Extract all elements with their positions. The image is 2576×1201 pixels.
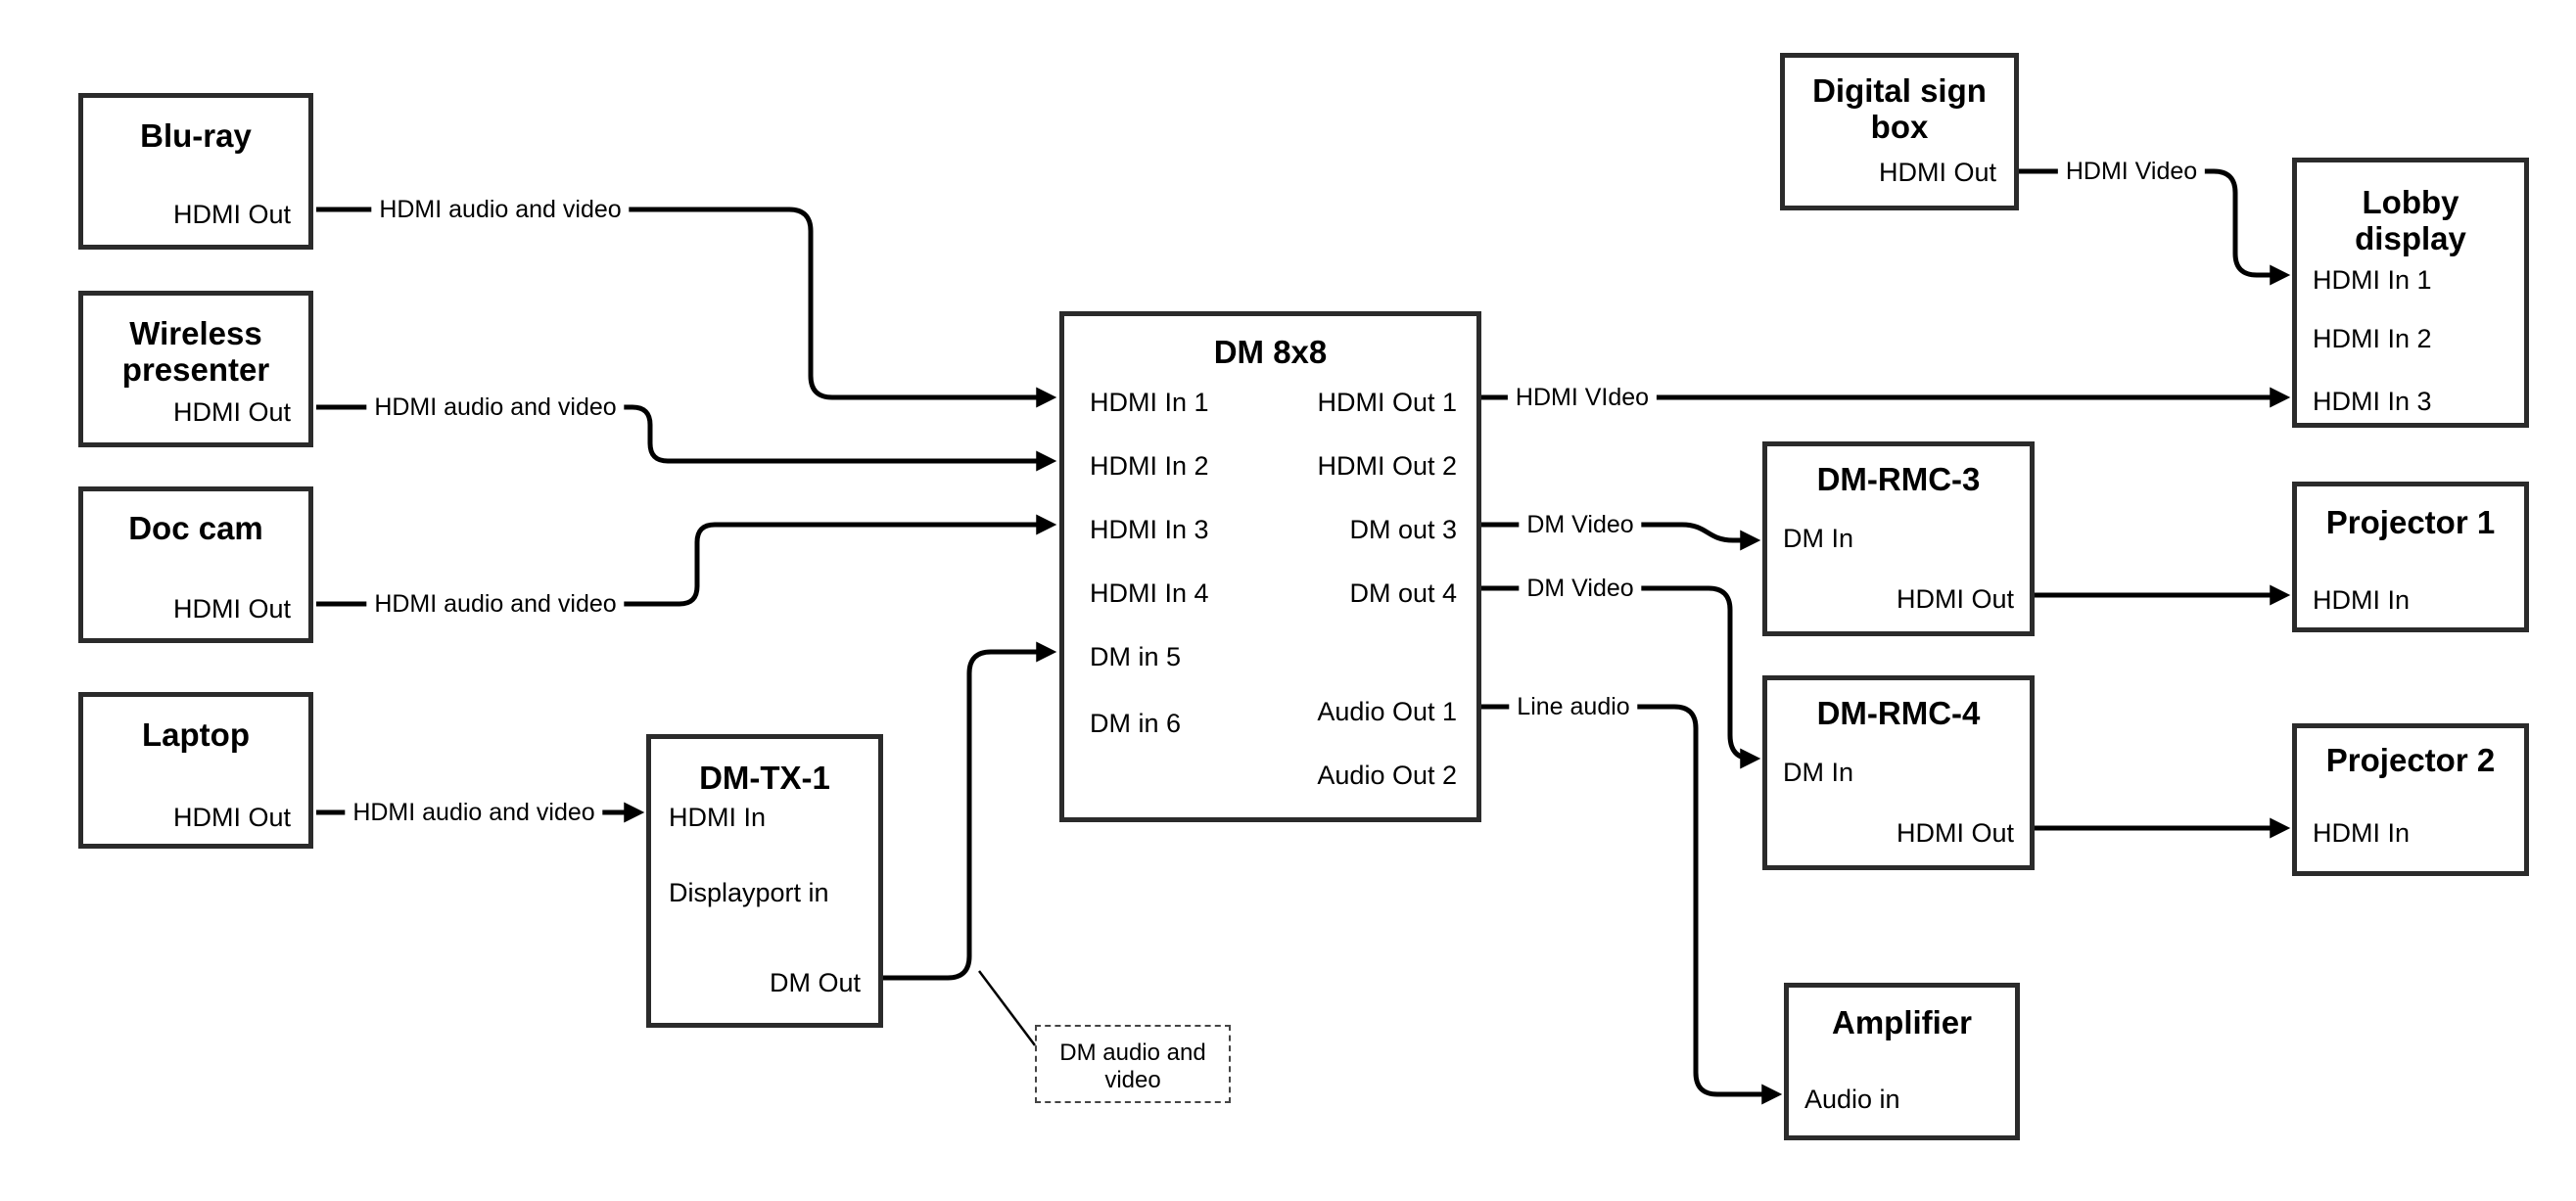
- node-projector-1-title: Projector 1: [2325, 504, 2496, 540]
- port-doccam-hdmi-out: HDMI Out: [172, 594, 291, 624]
- port-dm8x8-dm-out-3: DM out 3: [1349, 515, 1457, 544]
- port-dmrmc3-hdmi-out: HDMI Out: [1896, 584, 2014, 614]
- node-doc-cam-title: Doc cam: [128, 510, 263, 546]
- port-dmrmc4-dm-in: DM In: [1783, 758, 1854, 787]
- node-dm-8x8-title: DM 8x8: [1213, 334, 1328, 370]
- port-lobby-hdmi-in-2: HDMI In 2: [2313, 324, 2432, 353]
- port-projector1-hdmi-in: HDMI In: [2313, 585, 2411, 615]
- wire-label-hdmi-out-1: HDMI VIdeo: [1507, 381, 1658, 414]
- port-dm8x8-audio-out-2: Audio Out 2: [1317, 761, 1457, 790]
- node-bluray-title: Blu-ray: [140, 117, 252, 154]
- node-dm-rmc-3: DM-RMC-3 DM In HDMI Out: [1762, 441, 2035, 636]
- wire-dmtx1-dm-out-to-dm8x8-dm-in-5: [883, 641, 1057, 981]
- wire-label-wireless-feed: HDMI audio and video: [366, 391, 625, 424]
- node-doc-cam: Doc cam HDMI Out: [78, 486, 313, 643]
- port-dm8x8-hdmi-in-3: HDMI In 3: [1090, 515, 1209, 544]
- node-digital-sign-title: Digital sign box: [1785, 72, 2014, 145]
- port-dmtx1-hdmi-in: HDMI In: [669, 803, 767, 832]
- wire-digitalsign-to-lobby-hdmi-in-1: [2019, 168, 2291, 286]
- dm-av-note: DM audio and video: [1035, 1025, 1231, 1103]
- port-dm8x8-audio-out-1: Audio Out 1: [1317, 697, 1457, 726]
- port-dm8x8-hdmi-in-1: HDMI In 1: [1090, 388, 1209, 417]
- node-digital-sign-title-line1: Digital sign: [1812, 72, 1987, 109]
- node-projector-2-title: Projector 2: [2325, 742, 2496, 778]
- node-projector-1: Projector 1 HDMI In: [2292, 482, 2529, 632]
- node-lobby-display-title-line1: Lobby: [2362, 184, 2459, 220]
- port-laptop-hdmi-out: HDMI Out: [172, 803, 291, 832]
- wire-label-laptop-feed: HDMI audio and video: [345, 796, 603, 829]
- wire-label-digital-sign-out: HDMI Video: [2057, 155, 2206, 188]
- port-dm8x8-hdmi-in-2: HDMI In 2: [1090, 451, 1209, 481]
- port-amplifier-audio-in: Audio in: [1804, 1085, 1900, 1114]
- wire-dm8x8-audio-out-1-to-amplifier: [1481, 704, 1783, 1105]
- dm-av-note-line2: video: [1104, 1067, 1161, 1093]
- wire-dm8x8-dm-out-4-to-dmrmc4-dm-in: [1481, 585, 1761, 769]
- wire-wireless-to-dm8x8-hdmi-in-2: [316, 404, 1057, 472]
- node-laptop-title: Laptop: [142, 716, 250, 753]
- wire-label-dm-out-4: DM Video: [1519, 572, 1642, 605]
- node-dm-8x8: DM 8x8 HDMI In 1 HDMI In 2 HDMI In 3 HDM…: [1059, 311, 1481, 822]
- node-lobby-display-title-line2: display: [2355, 220, 2466, 256]
- port-dmtx1-dm-out: DM Out: [769, 968, 861, 997]
- node-lobby-display-title: Lobby display: [2297, 184, 2524, 256]
- node-bluray: Blu-ray HDMI Out: [78, 93, 313, 250]
- port-lobby-hdmi-in-1: HDMI In 1: [2313, 265, 2432, 295]
- node-wireless-presenter-title: Wireless presenter: [83, 315, 308, 388]
- port-dmrmc4-hdmi-out: HDMI Out: [1896, 818, 2014, 848]
- port-dm8x8-dm-out-4: DM out 4: [1349, 578, 1457, 608]
- port-dm8x8-hdmi-in-4: HDMI In 4: [1090, 578, 1209, 608]
- wire-label-bluray-feed: HDMI audio and video: [371, 193, 630, 226]
- node-digital-sign-title-line2: box: [1870, 109, 1929, 145]
- node-amplifier-title: Amplifier: [1831, 1004, 1973, 1040]
- node-projector-2: Projector 2 HDMI In: [2292, 723, 2529, 876]
- node-laptop: Laptop HDMI Out: [78, 692, 313, 849]
- port-projector2-hdmi-in: HDMI In: [2313, 818, 2411, 848]
- node-amplifier: Amplifier Audio in: [1784, 983, 2020, 1140]
- node-dm-tx-1: DM-TX-1 HDMI In Displayport in DM Out: [646, 734, 883, 1028]
- port-dmrmc3-dm-in: DM In: [1783, 524, 1854, 553]
- wire-label-doccam-feed: HDMI audio and video: [366, 587, 625, 621]
- dm-av-note-line1: DM audio and: [1059, 1039, 1206, 1066]
- port-dm8x8-dm-in-6: DM in 6: [1090, 709, 1182, 738]
- port-dm8x8-dm-in-5: DM in 5: [1090, 642, 1182, 671]
- node-lobby-display: Lobby display HDMI In 1 HDMI In 2 HDMI I…: [2292, 158, 2529, 428]
- node-wireless-presenter-title-line1: Wireless: [129, 315, 262, 351]
- port-wireless-hdmi-out: HDMI Out: [172, 397, 291, 427]
- wire-dm8x8-dm-out-3-to-dmrmc3-dm-in: [1481, 522, 1761, 551]
- wire-bluray-to-dm8x8-hdmi-in-1: [316, 207, 1057, 408]
- node-dm-tx-1-title: DM-TX-1: [699, 760, 830, 796]
- node-dm-rmc-3-title: DM-RMC-3: [1816, 461, 1981, 497]
- node-dm-rmc-4-title: DM-RMC-4: [1816, 695, 1981, 731]
- wire-label-audio-out-1: Line audio: [1509, 690, 1638, 723]
- port-dmtx1-displayport-in: Displayport in: [669, 878, 829, 907]
- port-bluray-hdmi-out: HDMI Out: [172, 200, 291, 229]
- node-dm-rmc-4: DM-RMC-4 DM In HDMI Out: [1762, 675, 2035, 870]
- port-digitalsign-hdmi-out: HDMI Out: [1878, 158, 1996, 187]
- wire-label-dm-out-3: DM Video: [1519, 508, 1642, 541]
- node-wireless-presenter: Wireless presenter HDMI Out: [78, 291, 313, 447]
- node-wireless-presenter-title-line2: presenter: [121, 351, 270, 388]
- port-dm8x8-hdmi-out-1: HDMI Out 1: [1317, 388, 1457, 417]
- note-leader-line: [978, 970, 1036, 1046]
- wire-doccam-to-dm8x8-hdmi-in-3: [316, 514, 1057, 607]
- port-dm8x8-hdmi-out-2: HDMI Out 2: [1317, 451, 1457, 481]
- port-lobby-hdmi-in-3: HDMI In 3: [2313, 387, 2432, 416]
- node-digital-sign-box: Digital sign box HDMI Out: [1780, 53, 2019, 210]
